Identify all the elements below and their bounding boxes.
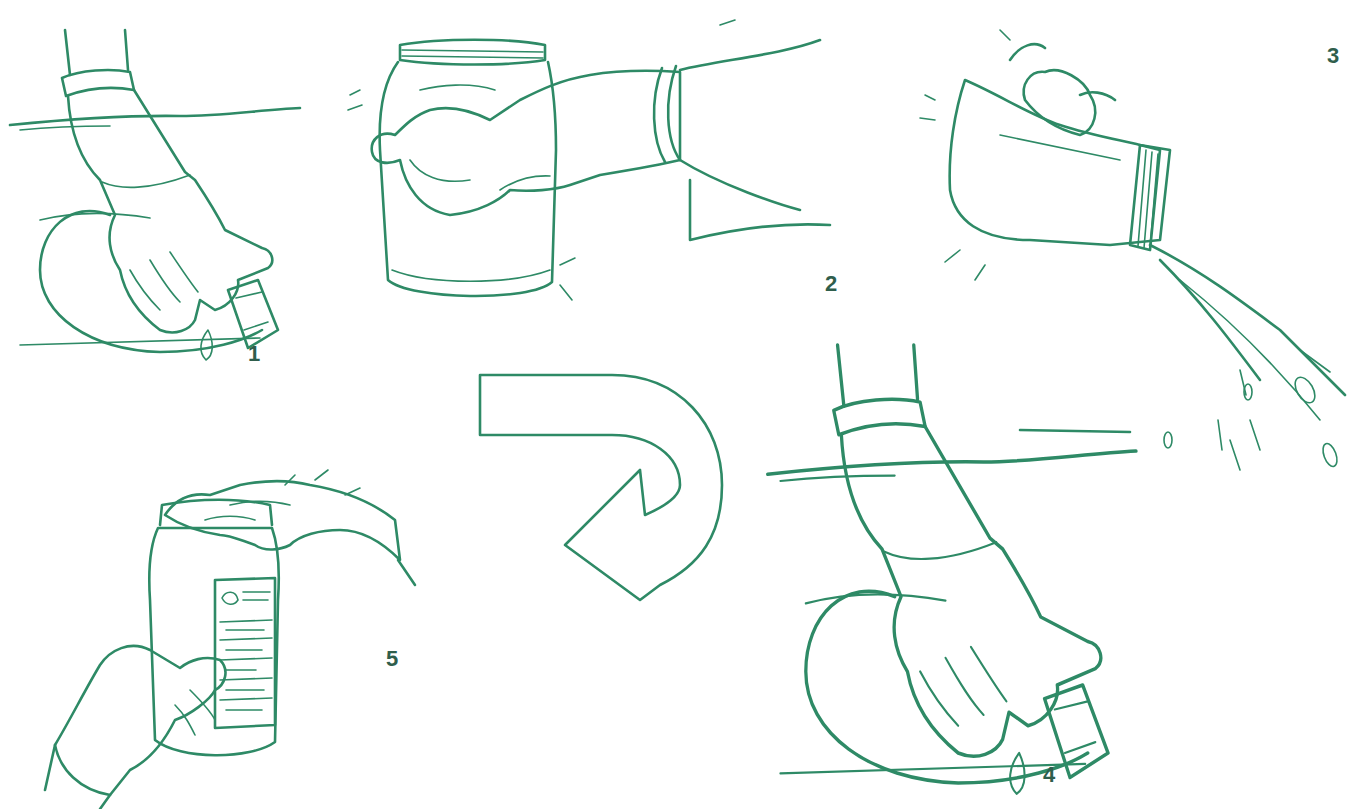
step-5-cap: [45, 470, 415, 809]
step-1-submerge: [10, 30, 300, 360]
callout-number: 4: [1043, 764, 1055, 786]
turn-arrow: [480, 375, 722, 600]
callout-number: 1: [248, 343, 260, 365]
step-4-submerge: [768, 345, 1136, 794]
callout-number: 3: [1327, 45, 1339, 67]
callout-number: 2: [825, 273, 837, 295]
step-3-pour: [920, 30, 1345, 470]
step-2-shake: [348, 20, 830, 300]
callout-number: 5: [386, 648, 398, 670]
